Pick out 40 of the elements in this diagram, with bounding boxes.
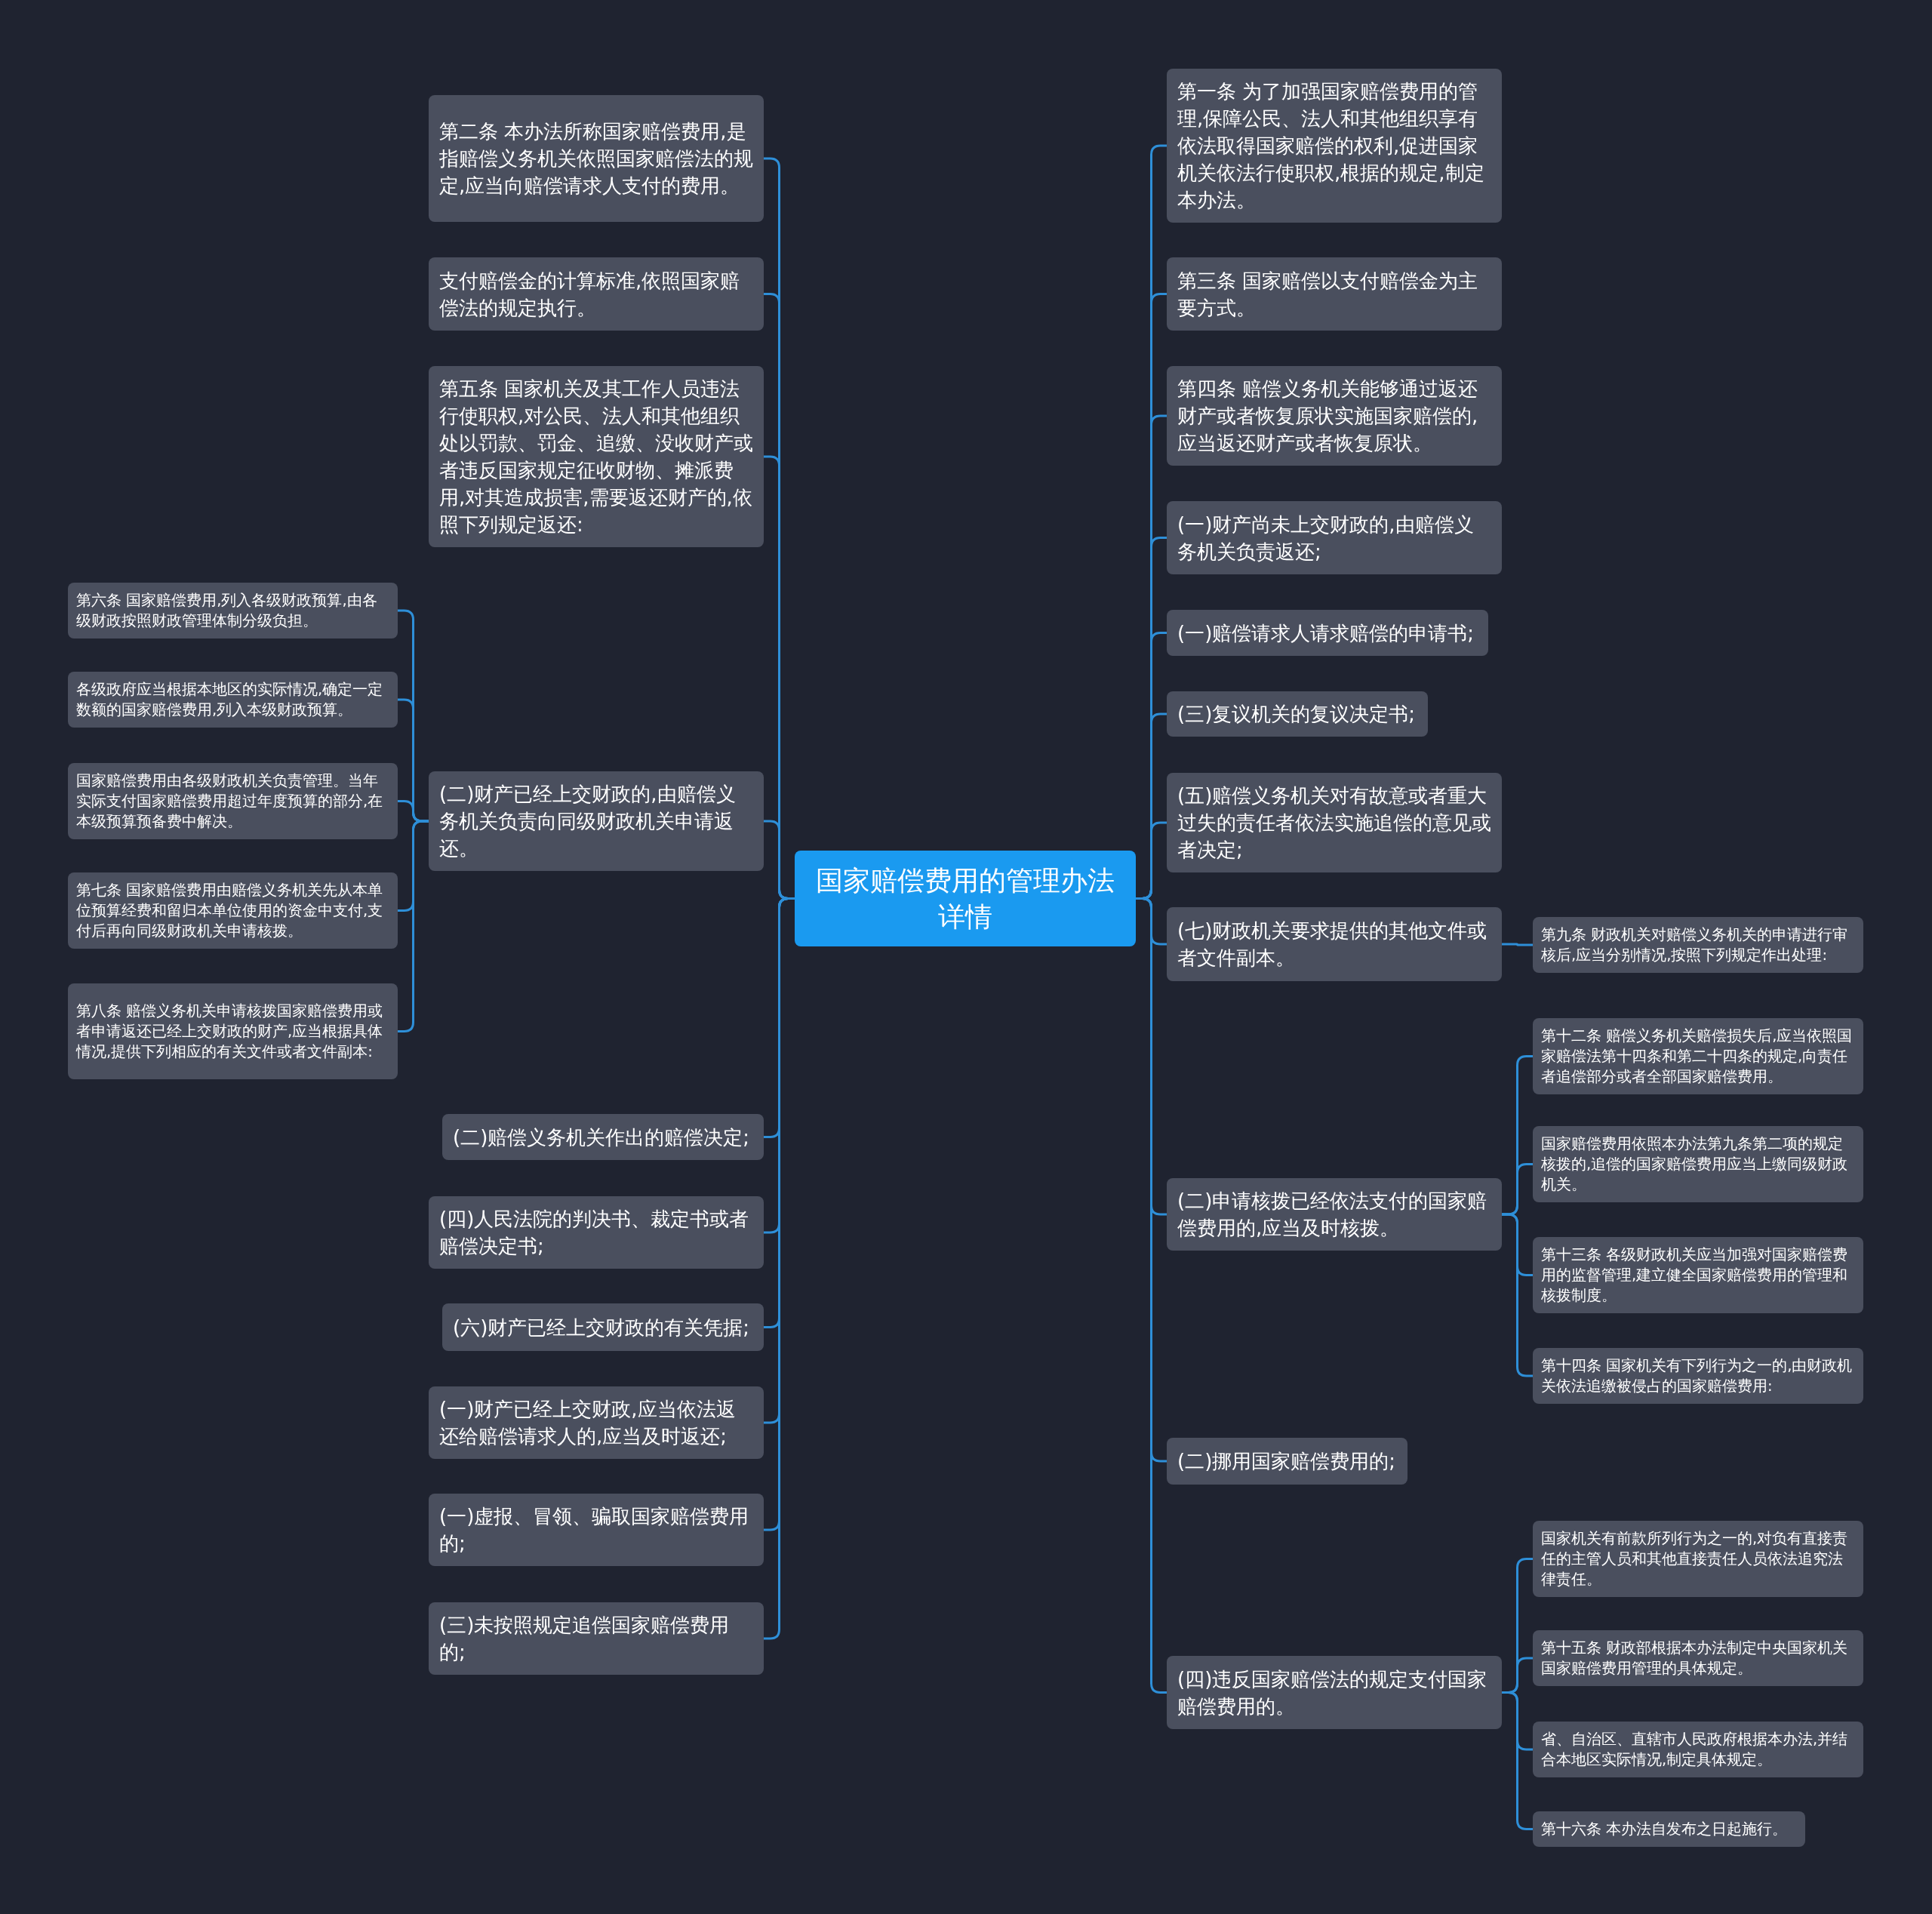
topic-box: (五)赔偿义务机关对有故意或者重大过失的责任者依法实施追偿的意见或者决定; [1167, 773, 1502, 872]
topic-box: 第五条 国家机关及其工作人员违法行使职权,对公民、法人和其他组织处以罚款、罚金、追缴、没收财产或者违反国家规定征收财物、摊派费用,对其造成损害,需要返还财产的,依照下列规定返还: [429, 366, 764, 547]
topic-box: 国家赔偿费用由各级财政机关负责管理。当年实际支付国家赔偿费用超过年度预算的部分,在本级预算预备费中解决。 [68, 763, 398, 839]
topic-box: 第四条 赔偿义务机关能够通过返还财产或者恢复原状实施国家赔偿的,应当返还财产或者恢复原状。 [1167, 366, 1502, 466]
connector-line [398, 820, 429, 1032]
topic-box: 省、自治区、直辖市人民政府根据本办法,并结合本地区实际情况,制定具体规定。 [1533, 1722, 1863, 1777]
topic-box: 国家赔偿费用依照本办法第九条第二项的规定核拨的,追偿的国家赔偿费用应当上缴同级财政机关。 [1533, 1126, 1863, 1202]
topic-box: (一)赔偿请求人请求赔偿的申请书; [1167, 610, 1488, 656]
topic-box: (二)赔偿义务机关作出的赔偿决定; [442, 1114, 764, 1160]
topic-box: (四)违反国家赔偿法的规定支付国家赔偿费用的。 [1167, 1656, 1502, 1729]
topic-box: 支付赔偿金的计算标准,依照国家赔偿法的规定执行。 [429, 257, 764, 331]
central-topic-box: 国家赔偿费用的管理办法详情 [795, 851, 1136, 946]
topic-box: 第一条 为了加强国家赔偿费用的管理,保障公民、法人和其他组织享有依法取得国家赔偿的权利,促进国家机关依法行使职权,根据的规定,制定本办法。 [1167, 69, 1502, 223]
topic-box: 第十四条 国家机关有下列行为之一的,由财政机关依法追缴被侵占的国家赔偿费用: [1533, 1348, 1863, 1404]
topic-box: 国家机关有前款所列行为之一的,对负有直接责任的主管人员和其他直接责任人员依法追究法律责任。 [1533, 1521, 1863, 1597]
topic-box: (一)虚报、冒领、骗取国家赔偿费用的; [429, 1494, 764, 1566]
topic-box: (二)财产已经上交财政的,由赔偿义务机关负责向同级财政机关申请返还。 [429, 771, 764, 871]
topic-box: 第六条 国家赔偿费用,列入各级财政预算,由各级财政按照财政管理体制分级负担。 [68, 583, 398, 639]
topic-box: 第十六条 本办法自发布之日起施行。 [1533, 1811, 1805, 1847]
connector-line [1502, 1691, 1533, 1830]
topic-box: 第九条 财政机关对赔偿义务机关的申请进行审核后,应当分别情况,按照下列规定作出处理: [1533, 917, 1863, 973]
topic-box: (三)未按照规定追偿国家赔偿费用的; [429, 1602, 764, 1675]
topic-box: (一)财产已经上交财政,应当依法返还给赔偿请求人的,应当及时返还; [429, 1386, 764, 1459]
connector-line [1502, 1213, 1533, 1377]
topic-box: 各级政府应当根据本地区的实际情况,确定一定数额的国家赔偿费用,列入本级财政预算。 [68, 672, 398, 728]
topic-box: (一)财产尚未上交财政的,由赔偿义务机关负责返还; [1167, 501, 1502, 574]
topic-box: 第十五条 财政部根据本办法制定中央国家机关国家赔偿费用管理的具体规定。 [1533, 1630, 1863, 1686]
topic-box: (七)财政机关要求提供的其他文件或者文件副本。 [1167, 907, 1502, 981]
topic-box: 第十二条 赔偿义务机关赔偿损失后,应当依照国家赔偿法第十四条和第二十四条的规定,向责任者追偿部分或者全部国家赔偿费用。 [1533, 1018, 1863, 1094]
topic-box: (六)财产已经上交财政的有关凭据; [442, 1303, 764, 1351]
topic-box: 第二条 本办法所称国家赔偿费用,是指赔偿义务机关依照国家赔偿法的规定,应当向赔偿请求人支付的费用。 [429, 95, 764, 222]
topic-box: 第十三条 各级财政机关应当加强对国家赔偿费用的监督管理,建立健全国家赔偿费用的管理和核拨制度。 [1533, 1237, 1863, 1313]
topic-box: 第八条 赔偿义务机关申请核拨国家赔偿费用或者申请返还已经上交财政的财产,应当根据具体情况,提供下列相应的有关文件或者文件副本: [68, 983, 398, 1079]
topic-box: (四)人民法院的判决书、裁定书或者赔偿决定书; [429, 1196, 764, 1269]
topic-box: 第七条 国家赔偿费用由赔偿义务机关先从本单位预算经费和留归本单位使用的资金中支付,支付后再向同级财政机关申请核拨。 [68, 872, 398, 949]
topic-box: (二)申请核拨已经依法支付的国家赔偿费用的,应当及时核拨。 [1167, 1178, 1502, 1251]
topic-box: (三)复议机关的复议决定书; [1167, 691, 1428, 737]
connector-line [1502, 943, 1533, 946]
topic-box: (二)挪用国家赔偿费用的; [1167, 1438, 1407, 1485]
topic-box: 第三条 国家赔偿以支付赔偿金为主要方式。 [1167, 257, 1502, 331]
